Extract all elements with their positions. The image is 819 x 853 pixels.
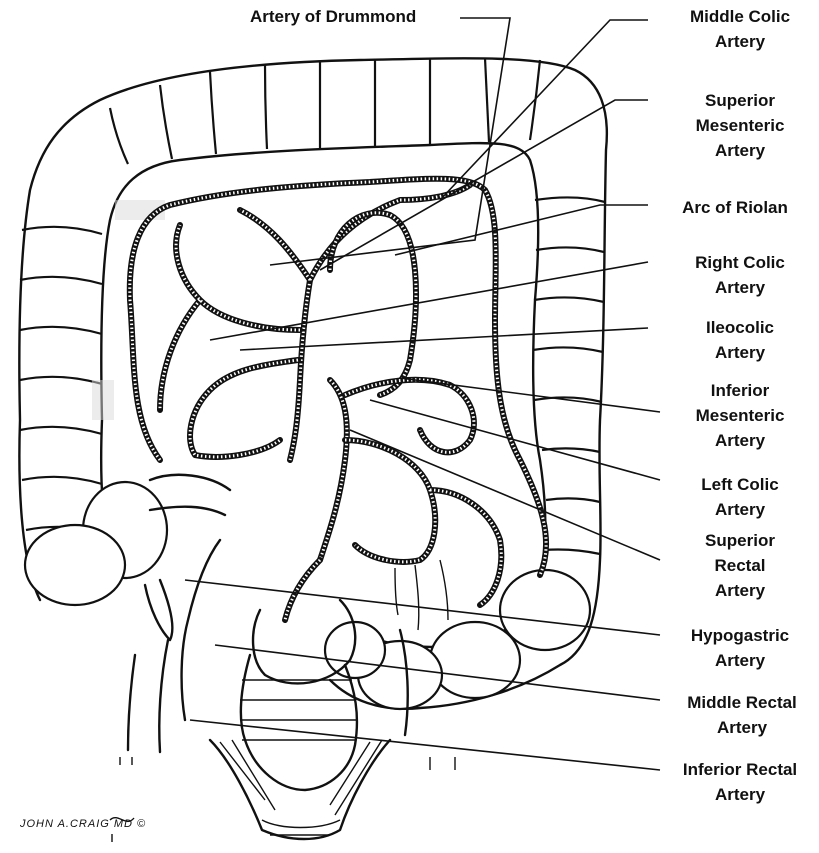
label-hypogastric-artery: Hypogastric Artery [670,623,810,673]
label-right-colic-artery: Right Colic Artery [670,250,810,300]
artist-signature: JOHN A.CRAIG MD © [20,818,146,830]
label-inferior-mesenteric-artery: Inferior Mesenteric Artery [670,378,810,453]
label-superior-rectal-artery: Superior Rectal Artery [670,528,810,603]
arteries [130,179,546,630]
label-middle-rectal-artery: Middle Rectal Artery [668,690,816,740]
label-superior-mesenteric-artery: Superior Mesenteric Artery [670,88,810,163]
label-arc-of-riolan: Arc of Riolan [660,195,810,220]
label-artery-of-drummond: Artery of Drummond [250,4,416,29]
label-ileocolic-artery: Ileocolic Artery [670,315,810,365]
label-left-colic-artery: Left Colic Artery [670,472,810,522]
label-inferior-rectal-artery: Inferior Rectal Artery [664,757,816,807]
label-middle-colic-artery: Middle Colic Artery [670,4,810,54]
